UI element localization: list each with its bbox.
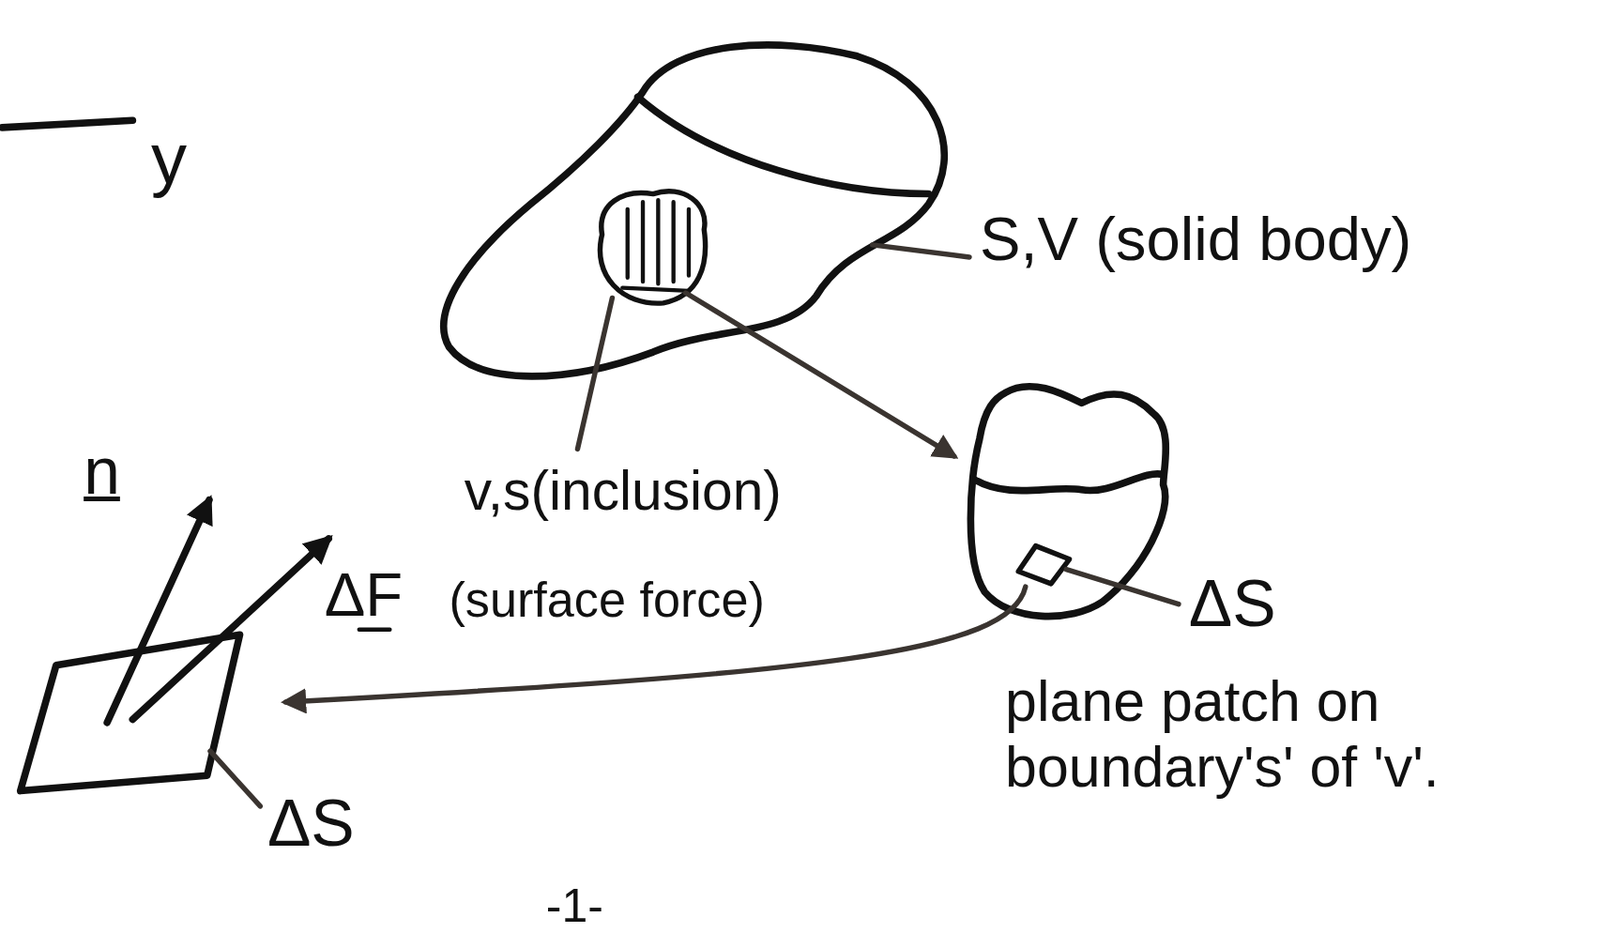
force-arrow — [132, 538, 329, 719]
magnified-inclusion — [970, 386, 1166, 617]
magnified-cap-line — [974, 473, 1163, 491]
leader-line — [1066, 569, 1179, 605]
axis-label: y — [151, 117, 187, 200]
body-label: S,V (solid body) — [979, 203, 1412, 275]
magnify-arrow — [685, 292, 955, 457]
normal-arrow — [106, 500, 210, 723]
solid-body — [443, 45, 945, 377]
inclusion — [599, 191, 705, 304]
plane-patch — [20, 634, 241, 791]
patch-label: ΔS — [267, 785, 355, 861]
normal-label: n — [83, 433, 121, 509]
force-label: ΔF — [324, 559, 403, 630]
leader-line — [577, 297, 612, 449]
patch-label: ΔS — [1188, 565, 1277, 641]
small-patch — [1018, 546, 1069, 584]
axis-line — [1, 120, 133, 128]
inclusion-hatch — [622, 199, 689, 291]
leader-line — [210, 750, 260, 807]
force-note: (surface force) — [448, 571, 764, 628]
inclusion-label: v,s(inclusion) — [464, 458, 782, 523]
leader-line — [872, 244, 970, 258]
patch-note: plane patch on boundary's' of 'v'. — [1005, 668, 1577, 800]
body-cap-line — [638, 96, 930, 194]
page-number: -1- — [546, 879, 604, 934]
